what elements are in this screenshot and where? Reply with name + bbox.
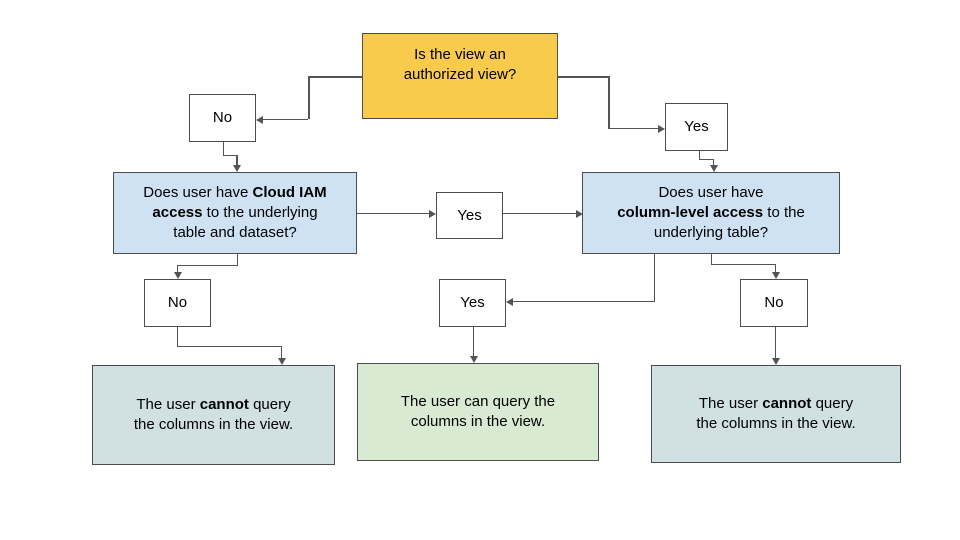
node-no-left: No: [144, 279, 211, 327]
node-yes-bottom: Yes: [439, 279, 506, 327]
connector-line: [176, 345, 282, 347]
connector-line: [176, 327, 178, 347]
connector-line: [357, 212, 429, 214]
connector-line: [710, 263, 776, 265]
connector-line: [236, 254, 238, 266]
connector-line: [236, 154, 238, 166]
node-no-root: No: [189, 94, 256, 142]
connector-line: [503, 212, 576, 214]
connector-line: [263, 118, 308, 120]
node-column-question: Does user have column-level access to th…: [582, 172, 840, 254]
node-yes-root: Yes: [665, 103, 728, 151]
connector-line: [774, 327, 776, 359]
node-label: Yes: [457, 206, 482, 224]
arrowhead-right-icon: [658, 124, 665, 133]
node-text-line: the columns in the view.: [133, 416, 294, 433]
arrowhead-down-icon: [233, 165, 241, 172]
connector-line: [712, 158, 714, 167]
connector-line: [608, 76, 610, 128]
arrowhead-left-icon: [256, 115, 263, 124]
connector-line: [177, 264, 238, 266]
connector-line: [222, 142, 224, 156]
node-text-line: access to the underlying: [152, 204, 318, 221]
node-text-line: The user cannot query: [698, 395, 854, 412]
connector-line: [558, 76, 608, 78]
node-label: No: [212, 109, 233, 126]
arrowhead-down-icon: [771, 358, 780, 365]
arrowhead-down-icon: [277, 358, 286, 365]
connector-line: [710, 254, 712, 265]
connector-line: [513, 300, 655, 302]
node-root-question: Is the view an authorized view?: [362, 33, 558, 119]
node-text-line: Is the view an: [414, 46, 506, 63]
connector-line: [472, 327, 474, 357]
node-outcome-can-query: The user can query the columns in the vi…: [357, 363, 599, 461]
node-text-line: column-level access to the: [617, 204, 805, 221]
node-outcome-cannot-left: The user cannot query the columns in the…: [92, 365, 335, 465]
node-text-line: The user can query the: [400, 393, 556, 410]
arrowhead-right-icon: [429, 209, 436, 218]
connector-line: [176, 264, 178, 273]
node-yes-mid: Yes: [436, 192, 503, 239]
connector-line: [308, 76, 362, 78]
node-text-line: The user cannot query: [136, 396, 291, 413]
arrowhead-down-icon: [469, 356, 478, 363]
connector-line: [222, 154, 238, 156]
node-iam-question: Does user have Cloud IAM access to the u…: [113, 172, 357, 254]
node-text-line: authorized view?: [403, 66, 517, 83]
node-text-line: Does user have: [658, 184, 764, 201]
arrowhead-down-icon: [709, 165, 718, 172]
node-outcome-cannot-right: The user cannot query the columns in the…: [651, 365, 901, 463]
node-text-line: table and dataset?: [173, 224, 297, 241]
connector-line: [698, 151, 700, 160]
node-no-right: No: [740, 279, 808, 327]
node-text-line: the columns in the view.: [696, 415, 856, 432]
connector-line: [280, 345, 282, 359]
arrowhead-right-icon: [576, 209, 583, 218]
arrowhead-down-icon: [173, 272, 182, 279]
node-text-line: Does user have Cloud IAM: [143, 184, 327, 201]
arrowhead-left-icon: [506, 297, 513, 306]
connector-line: [698, 158, 714, 160]
node-label: No: [764, 294, 784, 311]
connector-line: [608, 127, 658, 129]
node-label: Yes: [684, 118, 709, 135]
connector-line: [774, 263, 776, 273]
arrowhead-down-icon: [771, 272, 780, 279]
connector-line: [308, 76, 310, 119]
node-text-line: columns in the view.: [410, 413, 546, 430]
node-text-line: underlying table?: [653, 224, 769, 241]
node-label: Yes: [460, 294, 485, 311]
connector-line: [653, 254, 655, 302]
node-label: No: [167, 294, 188, 311]
